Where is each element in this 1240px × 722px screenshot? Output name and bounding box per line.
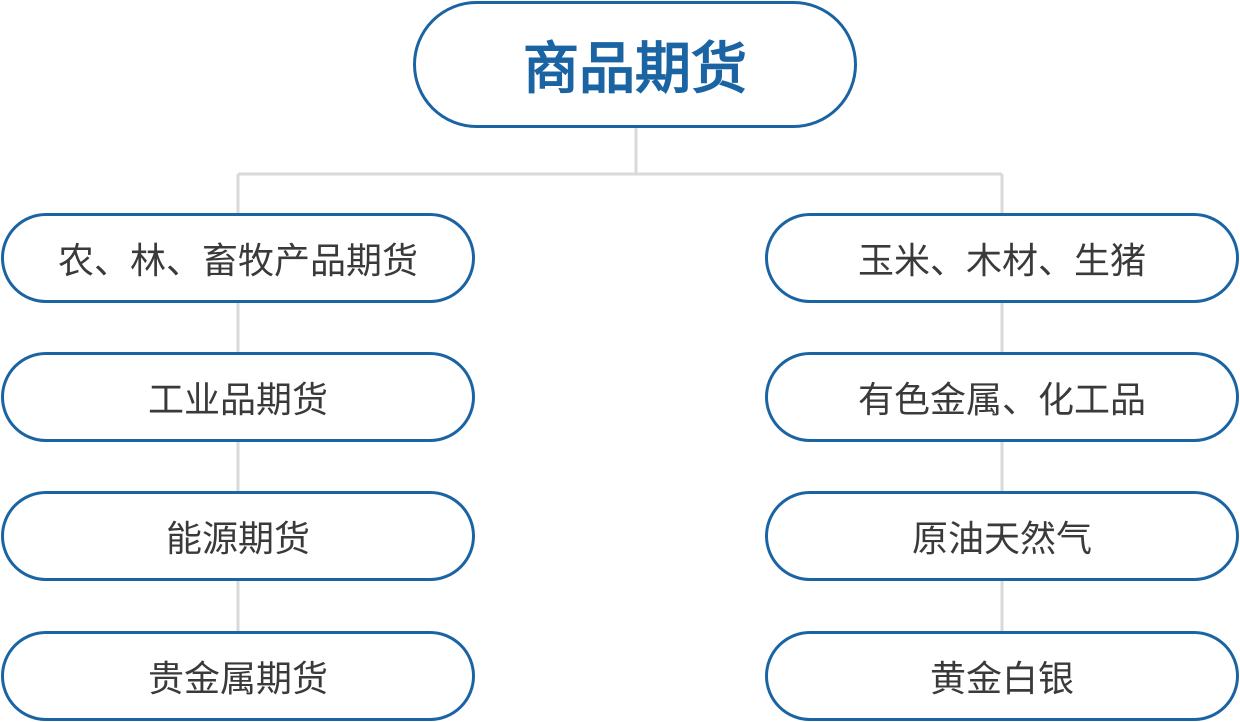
- left-node-1-label: 农、林、畜牧产品期货: [57, 241, 418, 282]
- right-node-3-label: 原油天然气: [911, 519, 1092, 560]
- root-node-label: 商品期货: [523, 37, 747, 102]
- left-node-2-label: 工业品期货: [147, 380, 328, 421]
- left-node-4: 贵金属期货: [1, 631, 475, 721]
- left-node-3-label: 能源期货: [165, 519, 310, 560]
- right-node-2-label: 有色金属、化工品: [857, 380, 1146, 421]
- right-node-1-label: 玉米、木材、生猪: [857, 241, 1146, 282]
- right-node-4: 黄金白银: [765, 631, 1239, 721]
- left-node-4-label: 贵金属期货: [147, 659, 328, 700]
- right-node-4-label: 黄金白银: [929, 659, 1074, 700]
- root-node: 商品期货: [413, 1, 857, 128]
- left-node-2: 工业品期货: [1, 352, 475, 442]
- left-node-1: 农、林、畜牧产品期货: [1, 213, 475, 303]
- left-node-3: 能源期货: [1, 491, 475, 581]
- right-node-3: 原油天然气: [765, 491, 1239, 581]
- right-node-2: 有色金属、化工品: [765, 352, 1239, 442]
- right-node-1: 玉米、木材、生猪: [765, 213, 1239, 303]
